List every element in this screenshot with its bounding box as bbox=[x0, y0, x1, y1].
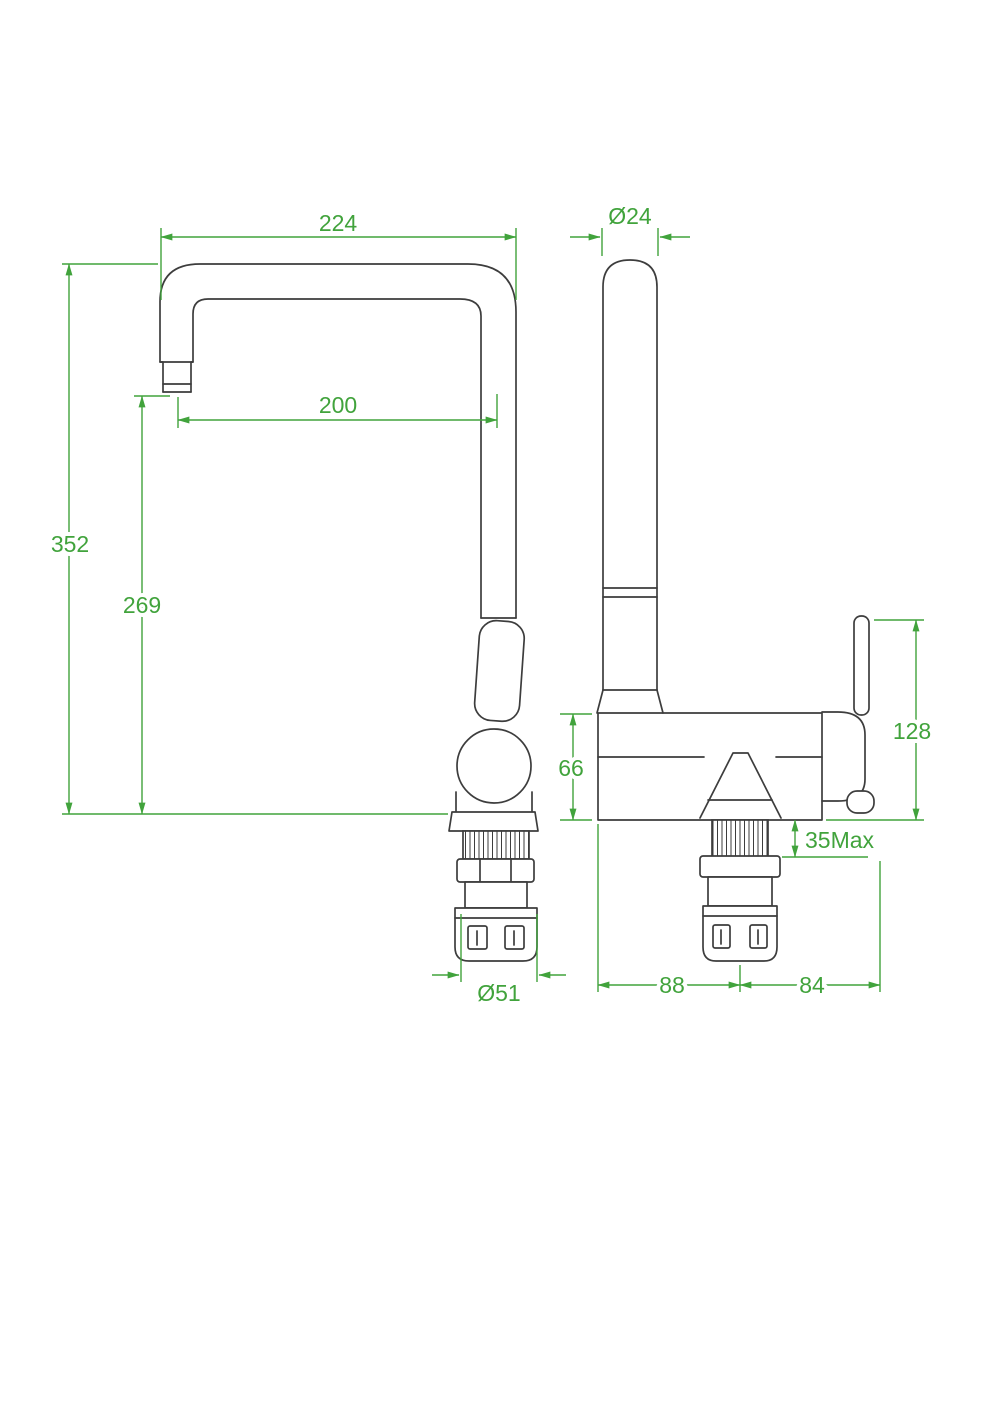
dim-label-base-diameter: Ø51 bbox=[477, 980, 520, 1006]
nut-hole-front-left bbox=[712, 924, 731, 949]
dim-handle-height: 128 bbox=[826, 619, 935, 821]
dim-label-body-height: 66 bbox=[558, 755, 584, 781]
dim-offsets: 88 84 bbox=[597, 824, 881, 1002]
handle-lever-side bbox=[473, 619, 526, 723]
body-outline bbox=[597, 712, 823, 821]
dim-label-handle-height: 128 bbox=[893, 718, 931, 744]
dim-label-max-deck-thickness: 35Max bbox=[805, 827, 875, 853]
outlet-cone bbox=[699, 752, 782, 819]
dim-label-offset-right: 84 bbox=[799, 972, 825, 998]
dim-label-spout-reach: 224 bbox=[319, 210, 358, 236]
nut-hole-right bbox=[504, 925, 525, 950]
dim-label-outlet-height: 269 bbox=[123, 592, 161, 618]
spacer-front bbox=[707, 876, 773, 907]
lock-nut-side bbox=[456, 858, 535, 883]
spacer-side bbox=[464, 881, 528, 909]
side-view bbox=[159, 263, 539, 962]
front-view bbox=[596, 259, 875, 962]
threaded-shank-side bbox=[462, 830, 530, 860]
dim-body-height: 66 bbox=[554, 713, 592, 821]
spout-outer-edge bbox=[159, 263, 517, 619]
dim-base-diameter: Ø51 bbox=[432, 914, 566, 1010]
handle-lever-front bbox=[853, 615, 870, 716]
dim-spout-reach: 224 bbox=[160, 206, 517, 300]
lock-nut-front bbox=[699, 855, 781, 878]
pipe-shoulder-left bbox=[596, 689, 604, 714]
nut-hole-left bbox=[467, 925, 488, 950]
dim-label-spout-inner-reach: 200 bbox=[319, 392, 357, 418]
pipe-shoulder-right bbox=[656, 689, 664, 714]
mounting-nut-front bbox=[702, 905, 778, 962]
dim-label-offset-left: 88 bbox=[659, 972, 685, 998]
dim-label-spout-diameter: Ø24 bbox=[608, 203, 652, 229]
threaded-shank-front bbox=[711, 819, 769, 858]
dim-overall-height: 352 bbox=[47, 263, 448, 815]
ball-joint bbox=[456, 728, 532, 804]
dim-label-overall-height: 352 bbox=[51, 531, 89, 557]
base-flange-side bbox=[448, 811, 539, 832]
dim-spout-diameter: Ø24 bbox=[570, 199, 690, 256]
dim-outlet-height: 269 bbox=[119, 395, 170, 815]
dim-max-deck-thickness: 35Max bbox=[782, 819, 879, 858]
nut-hole-front-right bbox=[749, 924, 768, 949]
spout-inner-edge bbox=[190, 298, 482, 619]
riser-pipe-outline bbox=[602, 259, 658, 691]
handle-cap bbox=[846, 790, 875, 814]
dim-spout-inner-reach: 200 bbox=[177, 388, 498, 428]
handle-body bbox=[821, 711, 866, 802]
